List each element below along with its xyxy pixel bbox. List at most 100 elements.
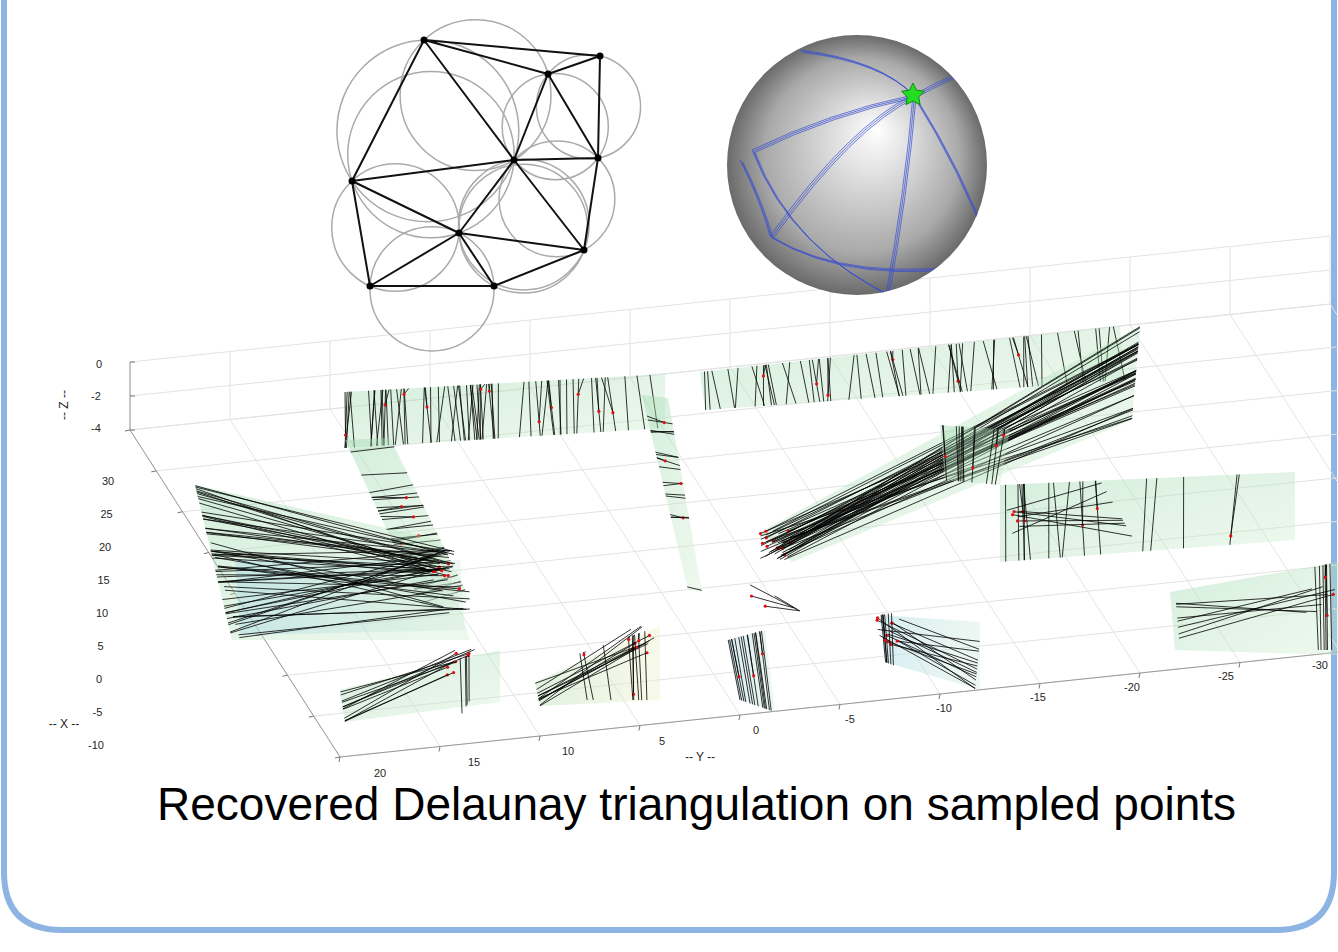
grid-line (335, 757, 340, 758)
triangle-edge (235, 590, 441, 624)
grid-line (125, 430, 130, 431)
triangle-edge (583, 652, 593, 700)
triangle-edge (602, 378, 613, 413)
triangle-edge (225, 590, 466, 609)
sample-point (826, 394, 829, 397)
triangle-edge (467, 385, 470, 440)
query-marker (902, 83, 925, 105)
triangle-edge (651, 431, 674, 433)
grid-line (439, 747, 440, 752)
sample-point (764, 530, 767, 533)
triangle-edge (1231, 474, 1240, 535)
vertex-dot (545, 71, 552, 78)
circumcircle (370, 227, 494, 351)
triangle-edge (542, 381, 548, 436)
grid-line (130, 304, 1330, 430)
triangle-edge (1010, 338, 1021, 387)
triangle-edge (866, 354, 875, 398)
grid-line (130, 396, 135, 397)
vertex-dot (597, 53, 604, 60)
tick-label: -5 (845, 714, 855, 725)
triangle-edge (379, 507, 424, 514)
sample-point (815, 382, 818, 385)
sample-point (458, 587, 461, 590)
triangle-edge (437, 386, 445, 442)
triangle-edge (890, 631, 977, 672)
geodesic-arc (772, 96, 915, 237)
triangle-edge (1005, 485, 1006, 562)
triangle-edge (195, 487, 454, 551)
sample-point (637, 639, 640, 642)
grid-line (283, 675, 288, 676)
triangle-edge (645, 631, 647, 700)
triangle-edge (666, 496, 686, 498)
sample-point (883, 639, 886, 642)
triangle-edge (1025, 336, 1028, 387)
sample-point (1002, 434, 1005, 437)
triangle-edge (1023, 337, 1024, 388)
triangle-edge (897, 641, 979, 651)
geodesic-arc (885, 95, 913, 295)
triangle-edge (887, 352, 900, 397)
geodesic-arc (800, 50, 913, 95)
triangle-edge (391, 389, 394, 445)
wall-surface (195, 485, 470, 640)
geodesic-arc (754, 151, 902, 295)
triangle-edge (899, 619, 979, 649)
triangle-edge (345, 662, 454, 722)
triangle-edge (1024, 484, 1031, 560)
triangle-edge (883, 615, 885, 641)
triangle-edge (951, 344, 954, 392)
triangle-edge (728, 640, 740, 700)
triangle-edge (963, 427, 964, 482)
axis-label: -- X -- (49, 718, 80, 730)
tick-label: 30 (102, 476, 114, 487)
triangle-edge (214, 555, 442, 608)
triangle-edge (448, 386, 455, 441)
sample-point (761, 652, 764, 655)
tick-label: -20 (1124, 681, 1140, 692)
triangle-edge (638, 633, 641, 700)
tick-label: 5 (97, 641, 103, 652)
grid-line (939, 694, 940, 699)
sample-point (764, 605, 767, 608)
triangle-edge (902, 350, 906, 396)
sample-point (762, 374, 765, 377)
vertex-dot (367, 283, 374, 290)
triangle-edge (1326, 565, 1327, 616)
tick-label: -15 (1030, 692, 1046, 703)
triangle-edge (972, 428, 975, 483)
triangle-edge (1315, 567, 1318, 650)
triangle-edge (213, 551, 442, 590)
triangle-edge (468, 655, 469, 701)
triangle-edge (857, 355, 861, 399)
triangle-edge (949, 345, 963, 392)
triangle-edge (211, 551, 442, 570)
triangle-edge (1177, 605, 1321, 619)
triangulated-walls (195, 326, 1338, 722)
triangle-edge (376, 390, 382, 446)
triangle-edge (529, 382, 531, 437)
triangle-edge (425, 387, 427, 407)
sample-point (447, 574, 450, 577)
sample-point (752, 674, 755, 677)
triangle-edge (1028, 336, 1033, 387)
geodesic-arc (770, 95, 913, 236)
triangle-edge (395, 389, 401, 445)
geodesic-arc (773, 97, 916, 238)
grid-line (1039, 684, 1040, 689)
sample-point (440, 569, 443, 572)
sample-point (885, 634, 888, 637)
sample-point (645, 651, 648, 654)
sample-point (479, 388, 482, 391)
vertex-dot (595, 155, 602, 162)
geodesic-arc (740, 160, 770, 236)
triangle-edge (603, 645, 611, 700)
geodesic-arc (754, 96, 915, 151)
triangle-edge (708, 371, 711, 409)
triangle-edge (539, 381, 542, 422)
triangle-edge (343, 650, 455, 708)
triangle-edge (656, 454, 678, 457)
triangle-edges (352, 40, 600, 286)
triangle-edge (650, 430, 674, 434)
